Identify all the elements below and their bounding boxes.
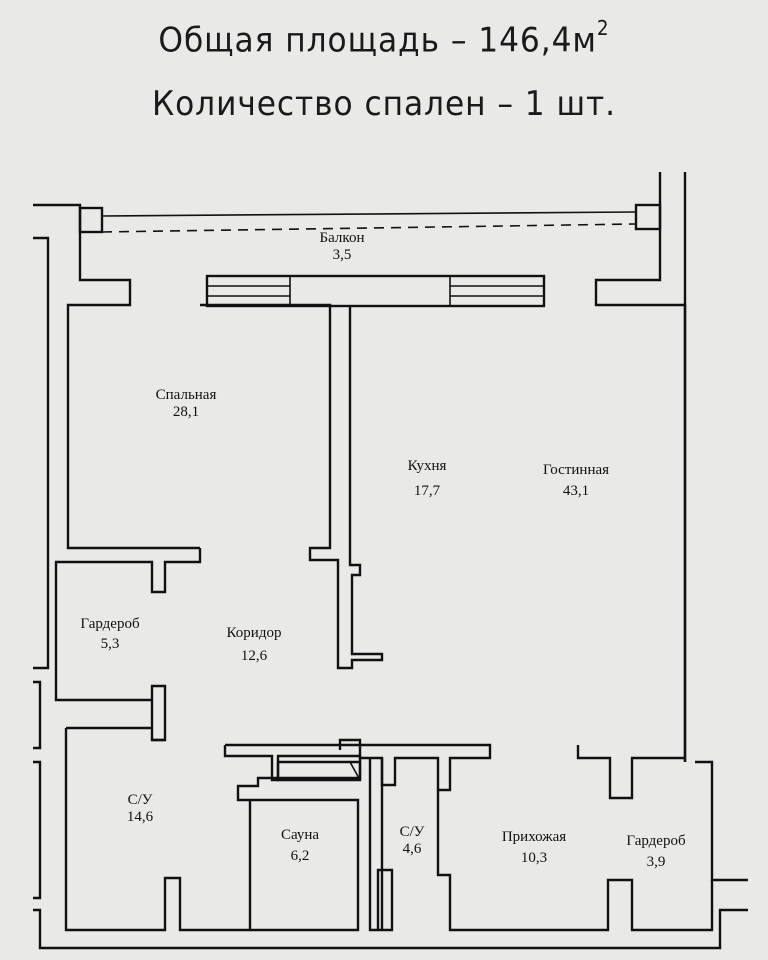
interior-walls	[54, 303, 714, 932]
plan-header: Общая площадь – 146,4м2 Количество спале…	[0, 0, 768, 150]
outer-walls	[33, 172, 748, 950]
balcony-structure	[78, 203, 662, 308]
bedroom-count-heading: Количество спален – 1 шт.	[152, 84, 616, 124]
total-area-heading: Общая площадь – 146,4м2	[158, 16, 610, 61]
